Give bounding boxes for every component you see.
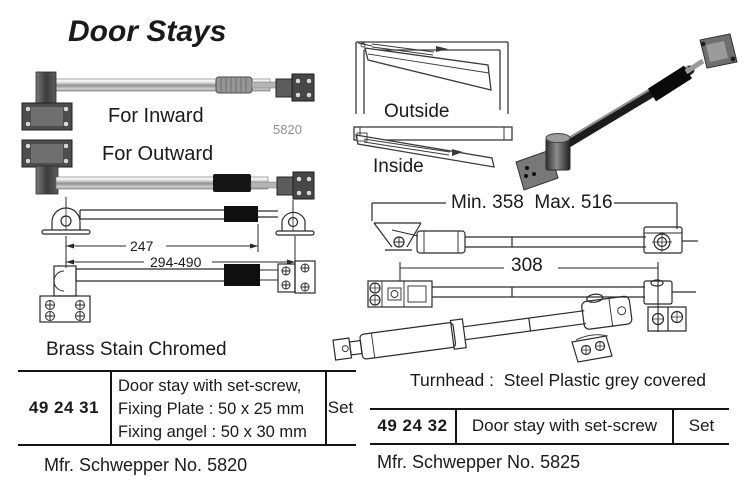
page-title: Door Stays bbox=[68, 15, 227, 48]
inward-stay-drawing bbox=[21, 71, 315, 131]
stay-5825-side-view-drawing bbox=[371, 202, 698, 254]
right-mfr-note: Mfr. Schwepper No. 5825 bbox=[377, 452, 581, 472]
stay-side-view-drawing bbox=[41, 197, 315, 268]
for-inward-label: For Inward bbox=[108, 105, 204, 127]
dim-308-label: 308 bbox=[511, 255, 543, 276]
left-table-desc-line-2: Fixing Plate : 50 x 25 mm bbox=[118, 400, 305, 418]
right-table-code: 49 24 32 bbox=[377, 416, 448, 435]
stay-5825-top-view-drawing bbox=[367, 262, 696, 332]
door-outside-illustration bbox=[355, 41, 509, 114]
left-table-code: 49 24 31 bbox=[28, 398, 100, 417]
door-inside-illustration bbox=[353, 126, 513, 168]
left-table-divider-1 bbox=[110, 370, 112, 446]
finish-note: Brass Stain Chromed bbox=[46, 339, 227, 360]
outside-label: Outside bbox=[384, 101, 450, 122]
stay-top-view-drawing bbox=[39, 260, 316, 323]
outward-stay-drawing bbox=[21, 139, 315, 200]
left-mfr-note: Mfr. Schwepper No. 5820 bbox=[44, 455, 248, 475]
right-table-unit: Set bbox=[688, 416, 715, 435]
turnhead-note: Turnhead : Steel Plastic grey covered bbox=[410, 370, 707, 390]
dim-294-490-label: 294-490 bbox=[150, 254, 202, 270]
dim-247-label: 247 bbox=[130, 238, 154, 254]
stay-5825-perspective-drawing bbox=[332, 293, 633, 363]
left-table-desc-line-3: Fixing angel : 50 x 30 mm bbox=[118, 423, 307, 441]
for-outward-label: For Outward bbox=[102, 143, 214, 165]
right-table-divider-1 bbox=[455, 408, 457, 445]
left-table-top-border bbox=[18, 370, 356, 372]
left-table-desc-line-1: Door stay with set-screw, bbox=[118, 377, 302, 395]
right-table-description: Door stay with set-screw bbox=[471, 416, 658, 435]
right-table-top-border bbox=[370, 408, 729, 410]
inside-label: Inside bbox=[373, 156, 424, 177]
right-table-bottom-border bbox=[370, 443, 729, 445]
left-table-unit: Set bbox=[327, 398, 354, 417]
right-table-divider-2 bbox=[672, 408, 674, 445]
left-table-divider-2 bbox=[325, 370, 327, 446]
stay-photo-3d bbox=[515, 33, 738, 191]
dim-min-max-label: Min. 358 Max. 516 bbox=[451, 192, 613, 213]
left-table-bottom-border bbox=[18, 444, 356, 446]
model-number-5820: 5820 bbox=[273, 122, 302, 137]
